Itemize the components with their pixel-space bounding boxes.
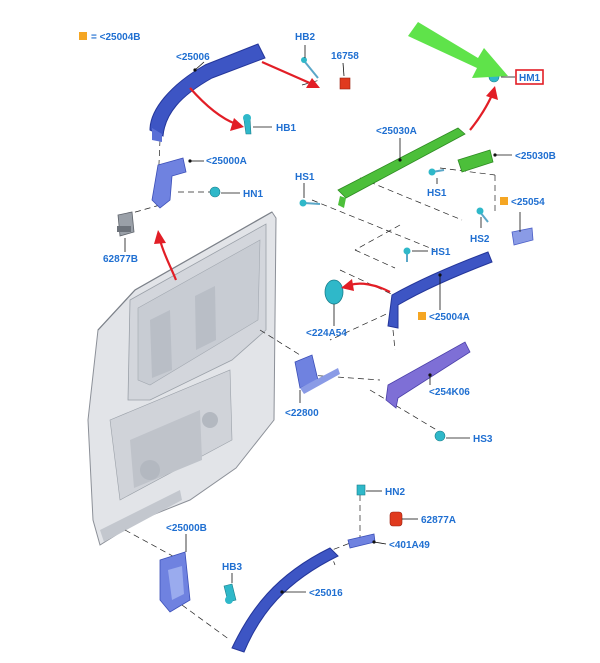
bolt-hb3-icon xyxy=(223,583,237,604)
label-25054: <25054 xyxy=(511,197,545,208)
red-arrowhead-icon xyxy=(486,86,498,100)
bracket-22800-part xyxy=(294,354,340,394)
label-224a54: <224A54 xyxy=(306,328,347,339)
label-25000a: <25000A xyxy=(206,156,247,167)
bolt-hb1-icon xyxy=(243,114,252,135)
red-arrow-icon xyxy=(469,94,494,131)
cover-254k06-part xyxy=(385,341,471,409)
label-25030a: <25030A xyxy=(376,126,417,137)
label-25030b: <25030B xyxy=(515,151,556,162)
screw-hs1-low-icon xyxy=(403,247,411,262)
red-arrow-icon xyxy=(349,282,391,293)
screw-hs3-icon xyxy=(434,430,446,442)
red-arrowhead-icon xyxy=(306,78,320,88)
orange-square-25004a-icon xyxy=(418,312,426,320)
label-hb3: HB3 xyxy=(222,562,242,573)
dashed-leader-lines xyxy=(124,79,496,641)
callout-labels: <25006 HB2 16758 HM1 HB1 <25000A HN1 628… xyxy=(103,32,556,599)
screw-hs2-icon xyxy=(476,207,489,223)
label-25016: <25016 xyxy=(309,588,343,599)
label-hs1-low: HS1 xyxy=(431,247,451,258)
red-arrowhead-icon xyxy=(341,279,354,291)
bolt-hb2-icon xyxy=(301,57,319,79)
label-hb1: HB1 xyxy=(276,123,296,134)
screw-hs1-left-icon xyxy=(299,199,321,207)
label-hm1[interactable]: HM1 xyxy=(519,73,541,84)
label-hs2: HS2 xyxy=(470,234,490,245)
label-hn1: HN1 xyxy=(243,189,263,200)
upper-rail-part xyxy=(149,43,266,142)
red-arrowhead-icon xyxy=(230,118,244,131)
leader-lines xyxy=(124,45,521,594)
label-254k06: <254K06 xyxy=(429,387,470,398)
label-62877a: 62877A xyxy=(421,515,456,526)
green-pointer-arrow-icon xyxy=(408,22,508,78)
nut-hn1-icon xyxy=(209,186,221,198)
bumper-62877a-part xyxy=(389,511,403,527)
legend-square-icon xyxy=(79,32,87,40)
red-arrow-icon xyxy=(158,239,178,281)
orange-square-25054-icon xyxy=(500,197,508,205)
legend: = <25004B xyxy=(79,32,141,43)
upper-bracket-part xyxy=(151,157,187,209)
label-hs1-mid: HS1 xyxy=(427,188,447,199)
red-arrowhead-icon xyxy=(154,230,166,244)
nut-hn2-icon xyxy=(356,484,366,496)
red-arrows xyxy=(154,60,498,293)
legend-text: = <25004B xyxy=(91,32,141,43)
lower-bracket-part xyxy=(159,551,191,613)
screw-hs1-mid-icon xyxy=(428,168,445,176)
label-22800: <22800 xyxy=(285,408,319,419)
bracket-401a49-part xyxy=(347,533,376,549)
disc-224a54-part xyxy=(324,279,344,305)
label-25004a: <25004A xyxy=(429,312,470,323)
label-hb2: HB2 xyxy=(295,32,315,43)
bracket-25054-part xyxy=(511,227,534,246)
label-62877b: 62877B xyxy=(103,254,138,265)
door-panel xyxy=(87,211,277,546)
bumper-62877b-part xyxy=(117,211,135,237)
red-arrow-icon xyxy=(261,60,313,86)
green-bracket-part xyxy=(457,149,494,173)
hm1-highlight-box xyxy=(515,69,544,85)
label-25000b: <25000B xyxy=(166,523,207,534)
lower-rail-part xyxy=(387,251,493,329)
label-hn2: HN2 xyxy=(385,487,405,498)
fasteners xyxy=(209,57,500,604)
label-401a49: <401A49 xyxy=(389,540,430,551)
green-rail-part xyxy=(337,127,466,208)
red-arrow-icon xyxy=(189,87,237,126)
label-25006: <25006 xyxy=(176,52,210,63)
label-16758: 16758 xyxy=(331,51,359,62)
part-16758 xyxy=(339,77,351,90)
label-hs1-left: HS1 xyxy=(295,172,315,183)
label-hs3: HS3 xyxy=(473,434,493,445)
lower-track-part xyxy=(231,547,339,653)
